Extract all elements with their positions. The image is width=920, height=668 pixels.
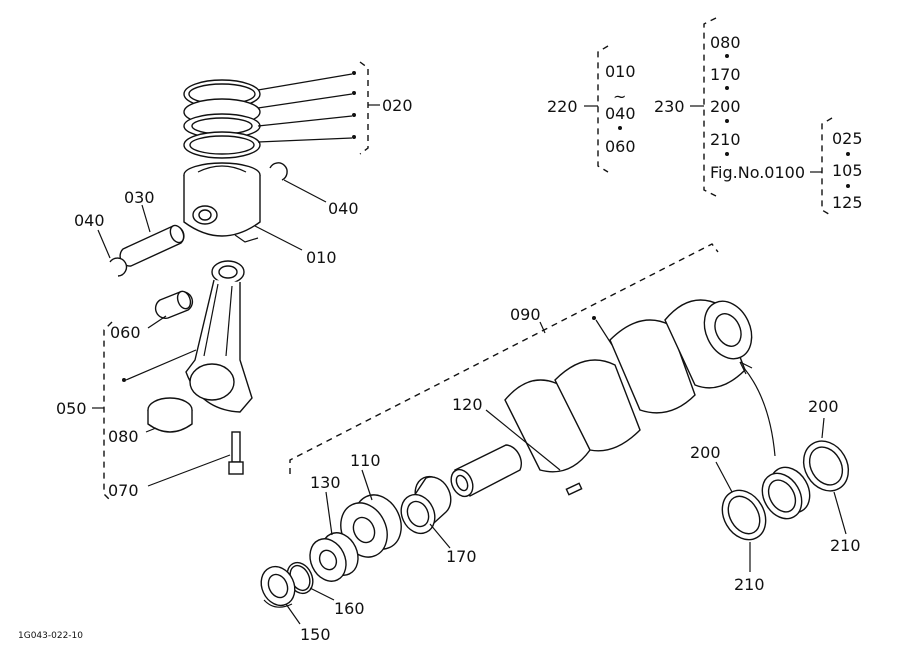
- kit-230-item: 200: [710, 97, 741, 116]
- label-150: 150: [300, 625, 331, 644]
- kit-230-label: 230: [654, 97, 685, 116]
- label-210-right: 210: [830, 536, 861, 555]
- label-120: 120: [452, 395, 483, 414]
- piston-rings: [183, 79, 261, 159]
- label-200-right: 200: [808, 397, 839, 416]
- kit-group-230: 230 080 170 200 210 Fig.No.0100: [654, 17, 822, 197]
- thrust-washer-right: [802, 440, 850, 492]
- piston-pin: [119, 224, 185, 267]
- label-080: 080: [108, 427, 139, 446]
- small-end-bushing: [154, 290, 194, 319]
- label-040-right: 040: [328, 199, 359, 218]
- label-040-left: 040: [74, 211, 105, 230]
- label-060: 060: [110, 323, 141, 342]
- label-020: 020: [382, 96, 413, 115]
- kit-220-label: 220: [547, 97, 578, 116]
- oil-pump-gear: [309, 532, 359, 582]
- label-110: 110: [350, 451, 381, 470]
- kit-230-fig-ref: Fig.No.0100: [710, 163, 805, 182]
- label-200-left: 200: [690, 443, 721, 462]
- fig-item: 105: [832, 161, 863, 180]
- kit-230-item: 080: [710, 33, 741, 52]
- label-210-left: 210: [734, 575, 765, 594]
- connecting-rod: [185, 260, 253, 413]
- conrod-bolt: [228, 431, 244, 475]
- thrust-washer-left: [721, 489, 767, 541]
- label-010: 010: [306, 248, 337, 267]
- drawing-code: 1G043-022-10: [18, 631, 83, 641]
- kit-230-item: 210: [710, 130, 741, 149]
- collar: [400, 475, 452, 535]
- kit-220-item: 010: [605, 62, 636, 81]
- crankshaft: [450, 299, 753, 498]
- label-130: 130: [310, 473, 341, 492]
- kit-220-range: ~: [613, 87, 626, 106]
- label-160: 160: [334, 599, 365, 618]
- crankpin-bearing: [147, 397, 193, 433]
- kit-220-item: 060: [605, 137, 636, 156]
- kit-220-item: 040: [605, 104, 636, 123]
- label-170: 170: [446, 547, 477, 566]
- label-030: 030: [124, 188, 155, 207]
- label-090: 090: [510, 305, 541, 324]
- main-bearing: [761, 466, 811, 520]
- fig-group: 025 105 125: [821, 117, 863, 217]
- fig-item: 125: [832, 193, 863, 212]
- circlip-left: [109, 257, 128, 277]
- front-collar: [260, 565, 296, 608]
- kit-230-item: 170: [710, 65, 741, 84]
- label-070: 070: [108, 481, 139, 500]
- piston: [183, 162, 261, 243]
- kit-group-220: 220 010 ~ 040 060: [547, 45, 636, 173]
- fig-item: 025: [832, 129, 863, 148]
- circlip-right: [269, 162, 288, 181]
- label-050: 050: [56, 399, 87, 418]
